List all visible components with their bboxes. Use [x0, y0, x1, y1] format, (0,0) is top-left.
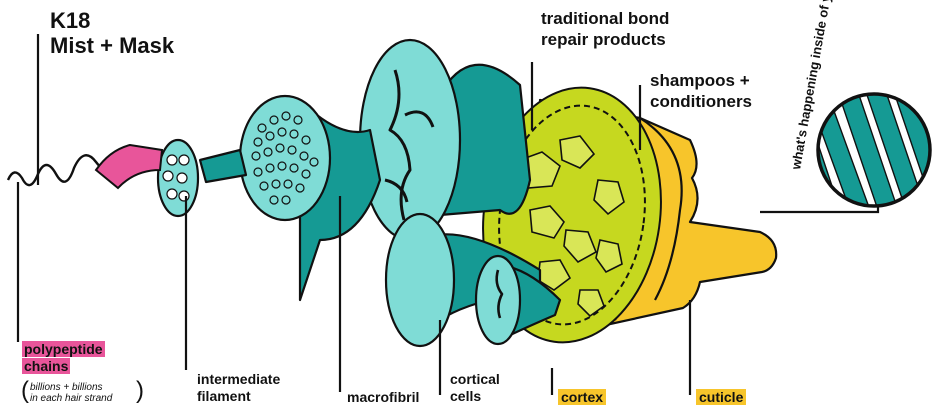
- polypeptide-chain: [8, 145, 162, 188]
- k18-label: K18 Mist + Mask: [50, 8, 174, 59]
- billions-line2: in each hair strand: [30, 394, 112, 405]
- cortex-label-text: cortex: [558, 389, 606, 405]
- traditional-line1: traditional bond: [541, 8, 669, 29]
- k18-label-line2: Mist + Mask: [50, 33, 174, 58]
- macrofibril: [240, 96, 380, 300]
- open-paren: (: [21, 377, 29, 405]
- cortical-cells-label: cortical cells: [450, 371, 500, 405]
- macrofibril-label: macrofibril: [347, 389, 419, 406]
- polypeptide-chains-label: polypeptide chains: [22, 341, 105, 375]
- shampoos-conditioners-label: shampoos + conditioners: [650, 70, 752, 113]
- cuticle-label: cuticle: [696, 389, 746, 406]
- cortical-line1: cortical: [450, 371, 500, 388]
- k18-label-line1: K18: [50, 8, 174, 33]
- intermediate-filament-label: intermediate filament: [197, 371, 280, 405]
- cortex-label: cortex: [558, 389, 606, 406]
- billions-note: billions + billions in each hair strand: [30, 383, 112, 404]
- shampoos-line1: shampoos +: [650, 70, 752, 91]
- intermediate-filament: [158, 140, 246, 216]
- traditional-bond-repair-label: traditional bond repair products: [541, 8, 669, 51]
- cuticle-label-text: cuticle: [696, 389, 746, 405]
- cortical-line2: cells: [450, 388, 500, 405]
- polypeptide-line1: polypeptide: [22, 341, 105, 357]
- shampoos-line2: conditioners: [650, 91, 752, 112]
- billions-line1: billions + billions: [30, 383, 112, 394]
- hair-inset-circle: [790, 92, 948, 210]
- polypeptide-line2: chains: [22, 358, 70, 374]
- close-paren: ): [136, 377, 144, 405]
- intermediate-line1: intermediate: [197, 371, 280, 388]
- intermediate-line2: filament: [197, 388, 280, 405]
- traditional-line2: repair products: [541, 29, 669, 50]
